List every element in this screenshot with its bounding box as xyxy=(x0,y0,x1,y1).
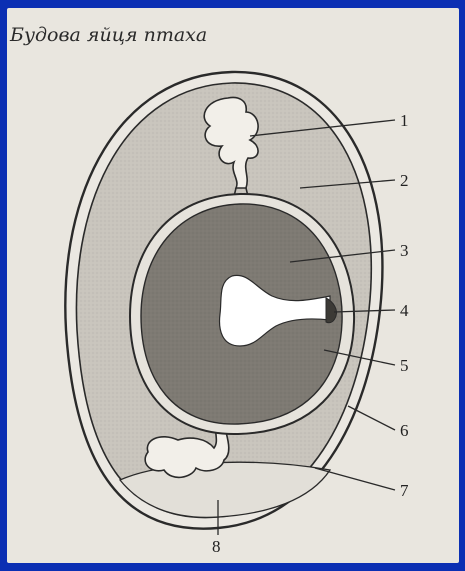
label-3: 3 xyxy=(400,241,409,260)
leader-line-6 xyxy=(348,406,395,430)
label-4: 4 xyxy=(400,301,409,320)
label-6: 6 xyxy=(400,421,409,440)
label-2: 2 xyxy=(400,171,409,190)
label-5: 5 xyxy=(400,356,409,375)
leader-line-7 xyxy=(315,468,395,490)
label-7: 7 xyxy=(400,481,409,500)
label-1: 1 xyxy=(400,111,409,130)
label-8: 8 xyxy=(212,537,221,556)
